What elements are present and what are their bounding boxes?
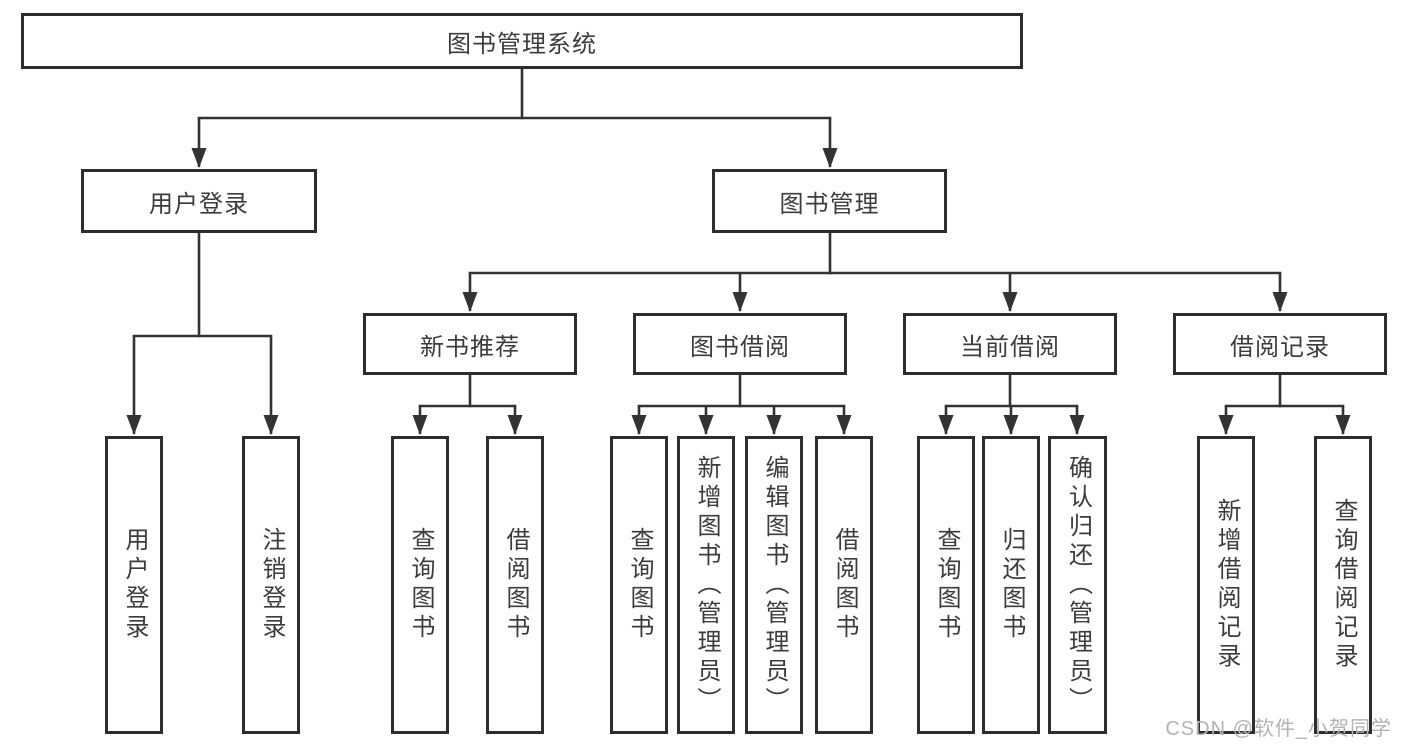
leaf-borrow-books-recommend: 借阅图书 <box>486 436 544 734</box>
leaf-return-books: 归还图书 <box>982 436 1040 734</box>
leaf-confirm-return-admin: 确认归还（管理员） <box>1048 436 1107 734</box>
leaf-label: 用户登录 <box>121 527 148 643</box>
leaf-add-book-admin: 新增图书（管理员） <box>677 436 735 734</box>
leaf-label: 注销登录 <box>258 527 285 643</box>
leaf-label: 查询图书 <box>407 527 434 643</box>
node-book-management: 图书管理 <box>712 169 947 233</box>
leaf-label: 查询借阅记录 <box>1330 498 1357 672</box>
leaf-label: 归还图书 <box>998 527 1025 643</box>
leaf-label: 查询图书 <box>626 527 653 643</box>
leaf-query-books-borrowing: 查询图书 <box>610 436 668 734</box>
leaf-label: 查询图书 <box>933 527 960 643</box>
node-label: 图书借阅 <box>690 333 790 361</box>
node-label: 用户登录 <box>149 190 249 218</box>
csdn-watermark: CSDN @软件_小贺同学 <box>1165 718 1392 740</box>
leaf-label: 编辑图书（管理员） <box>761 454 788 716</box>
leaf-label: 确认归还（管理员） <box>1064 454 1092 716</box>
leaf-label: 新增借阅记录 <box>1213 498 1240 672</box>
node-new-book-recommend: 新书推荐 <box>363 313 577 375</box>
leaf-add-borrow-record: 新增借阅记录 <box>1197 436 1255 734</box>
leaf-query-books-current: 查询图书 <box>917 436 975 734</box>
leaf-borrow-books: 借阅图书 <box>815 436 873 734</box>
leaf-query-borrow-record: 查询借阅记录 <box>1314 436 1372 734</box>
leaf-logout: 注销登录 <box>242 436 300 734</box>
leaf-label: 借阅图书 <box>502 527 529 643</box>
node-library-management-system: 图书管理系统 <box>21 13 1023 69</box>
node-label: 图书管理 <box>779 190 880 218</box>
node-user-login: 用户登录 <box>81 169 317 233</box>
node-label: 借阅记录 <box>1230 333 1330 361</box>
leaf-edit-book-admin: 编辑图书（管理员） <box>745 436 803 734</box>
node-borrowing-records: 借阅记录 <box>1173 313 1387 375</box>
leaf-label: 借阅图书 <box>831 527 858 643</box>
node-label: 当前借阅 <box>960 333 1060 361</box>
leaf-query-books-recommend: 查询图书 <box>391 436 449 734</box>
node-book-borrowing: 图书借阅 <box>633 313 847 375</box>
leaf-user-login: 用户登录 <box>105 436 163 734</box>
node-label: 新书推荐 <box>420 333 520 361</box>
leaf-label: 新增图书（管理员） <box>693 454 720 716</box>
node-current-borrowing: 当前借阅 <box>903 313 1117 375</box>
node-label: 图书管理系统 <box>447 30 597 58</box>
